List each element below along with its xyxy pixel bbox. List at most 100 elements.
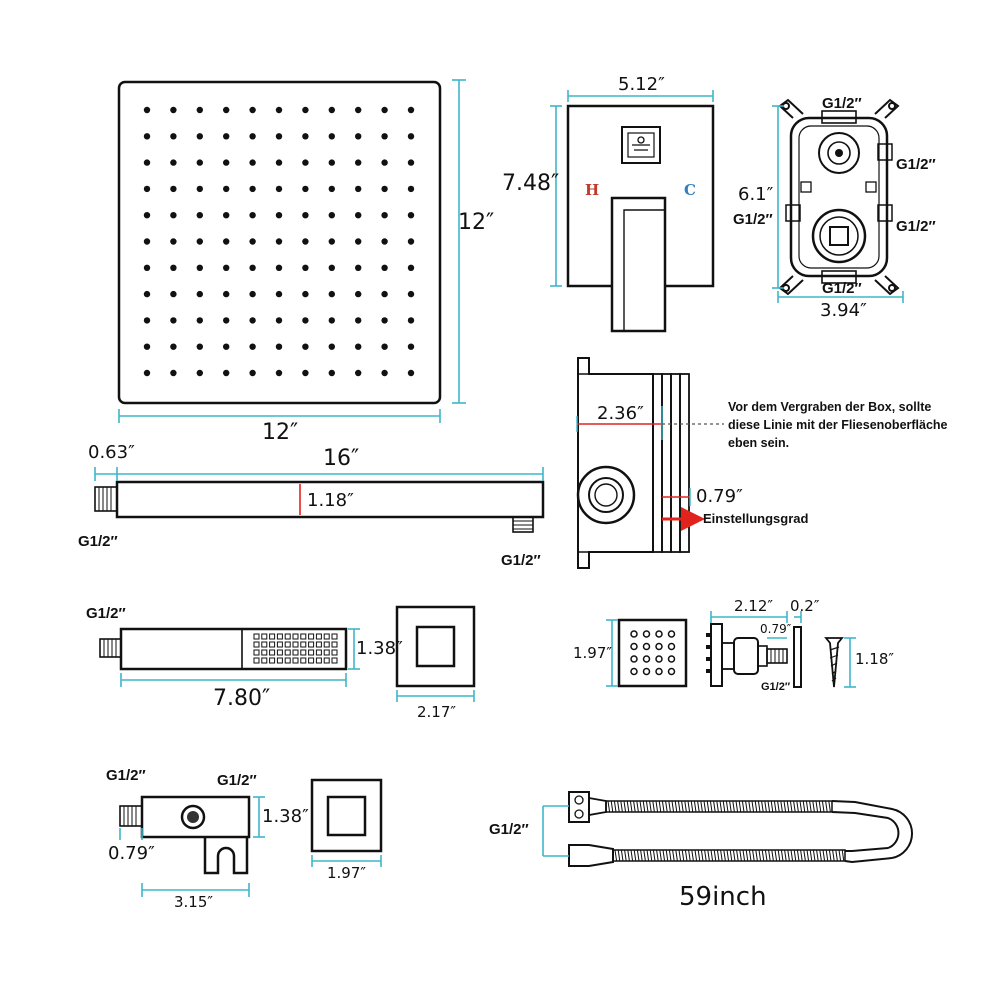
jet-nozzle: [642, 667, 651, 676]
hose-rib: [720, 849, 723, 862]
handheld-nozzle: [261, 657, 268, 664]
nozzle-dot: [249, 212, 256, 219]
hose-rib: [742, 849, 746, 862]
nozzle-dot: [196, 290, 203, 298]
hose-rib: [620, 800, 623, 813]
handheld-nozzle: [284, 633, 291, 640]
handheld-nozzle: [253, 657, 260, 664]
hose-rib: [617, 849, 621, 862]
hose-rib: [745, 849, 749, 862]
nozzle-dot: [143, 185, 151, 193]
handheld-thickness-label: 1.38″: [356, 638, 403, 659]
hose-rib: [761, 800, 764, 813]
nozzle-dot: [407, 133, 415, 140]
nozzle-dot: [223, 159, 230, 166]
nozzle-dot: [170, 264, 177, 271]
nozzle-dot: [407, 185, 415, 193]
valve-body-front: [772, 98, 904, 303]
hose-rib: [671, 800, 675, 813]
nozzle-dot: [355, 343, 362, 350]
nozzle-dot: [275, 106, 283, 114]
jet-thread-label: G1/2″: [761, 681, 791, 693]
hose-rib: [706, 800, 710, 813]
nozzle-dot: [223, 343, 230, 350]
hose-rib: [691, 849, 694, 862]
jet-face-size-label: 1.97″: [573, 644, 613, 662]
hose-rib: [754, 800, 758, 813]
hose-rib: [652, 800, 655, 813]
hose-rib: [809, 849, 813, 862]
nozzle-dot: [355, 159, 362, 166]
nozzle-dot: [328, 133, 335, 140]
hose-rib: [659, 849, 662, 862]
hose-rib: [741, 800, 745, 813]
outlet-height-label: 1.38″: [262, 806, 309, 827]
hose-rib: [755, 849, 758, 862]
nozzle-dot: [355, 212, 362, 219]
hose-rib: [777, 800, 780, 813]
jet-nozzle: [642, 630, 651, 638]
hose-rib: [665, 800, 668, 813]
nozzle-dot: [381, 212, 388, 219]
hose-rib: [738, 800, 742, 813]
hose-rib: [825, 800, 828, 813]
handheld-nozzle: [300, 641, 307, 648]
nozzle-dot: [407, 290, 415, 298]
nozzle-dot: [381, 238, 388, 245]
nozzle-dot: [196, 343, 203, 350]
nozzle-dot: [143, 264, 151, 271]
hose-rib: [739, 849, 742, 862]
hose-rib: [729, 800, 732, 813]
handheld-nozzle: [323, 641, 330, 648]
handheld-nozzle: [323, 657, 330, 664]
handheld-nozzle: [308, 633, 315, 640]
handheld-length-label: 7.80″: [213, 686, 271, 711]
hose-rib: [767, 800, 771, 813]
nozzle-dot: [302, 264, 309, 271]
hose-rib: [790, 849, 794, 862]
hose-rib: [822, 849, 826, 862]
nozzle-dot: [381, 159, 388, 166]
hose-rib: [799, 800, 803, 813]
hose-rib: [662, 849, 666, 862]
handheld-nozzle: [323, 633, 330, 640]
jet-nozzle: [655, 667, 663, 676]
hose-rib: [758, 849, 762, 862]
handheld-nozzles: [253, 633, 338, 664]
hose-rib: [693, 800, 697, 813]
nozzle-dot: [143, 159, 151, 166]
trim-dimensions: [550, 90, 714, 287]
handheld-nozzle: [315, 657, 322, 664]
hose-rib: [677, 800, 681, 813]
nozzle-dot: [355, 133, 362, 140]
handheld-nozzle: [308, 641, 315, 648]
nozzle-dot: [302, 343, 309, 350]
hose-rib: [719, 800, 723, 813]
nozzle-dot: [381, 185, 388, 193]
hose-rib: [710, 849, 714, 862]
nozzle-dot: [328, 159, 335, 166]
hose-thread-label: G1/2″: [489, 821, 529, 838]
hose-rib: [784, 849, 787, 862]
hose-rib: [642, 800, 646, 813]
nozzle-dot: [355, 106, 362, 114]
handheld-nozzle: [308, 649, 315, 656]
nozzle-dot: [381, 264, 388, 271]
nozzle-dot: [355, 185, 362, 193]
hose-rib: [630, 849, 634, 862]
hose-rib: [770, 800, 774, 813]
nozzle-dot: [223, 212, 230, 219]
nozzle-dot: [170, 290, 177, 298]
hose-rib: [649, 849, 653, 862]
handheld-nozzle: [284, 649, 291, 656]
nozzle-dot: [249, 317, 256, 324]
hose-rib: [732, 849, 736, 862]
hose-rib: [803, 849, 806, 862]
arm-thickness-label: 1.18″: [307, 490, 354, 511]
hose-rib: [764, 849, 768, 862]
hose-rib: [623, 800, 627, 813]
hose-rib: [793, 800, 796, 813]
handheld-nozzle: [269, 649, 276, 656]
nozzle-dot: [223, 133, 230, 140]
hose-rib: [627, 849, 630, 862]
